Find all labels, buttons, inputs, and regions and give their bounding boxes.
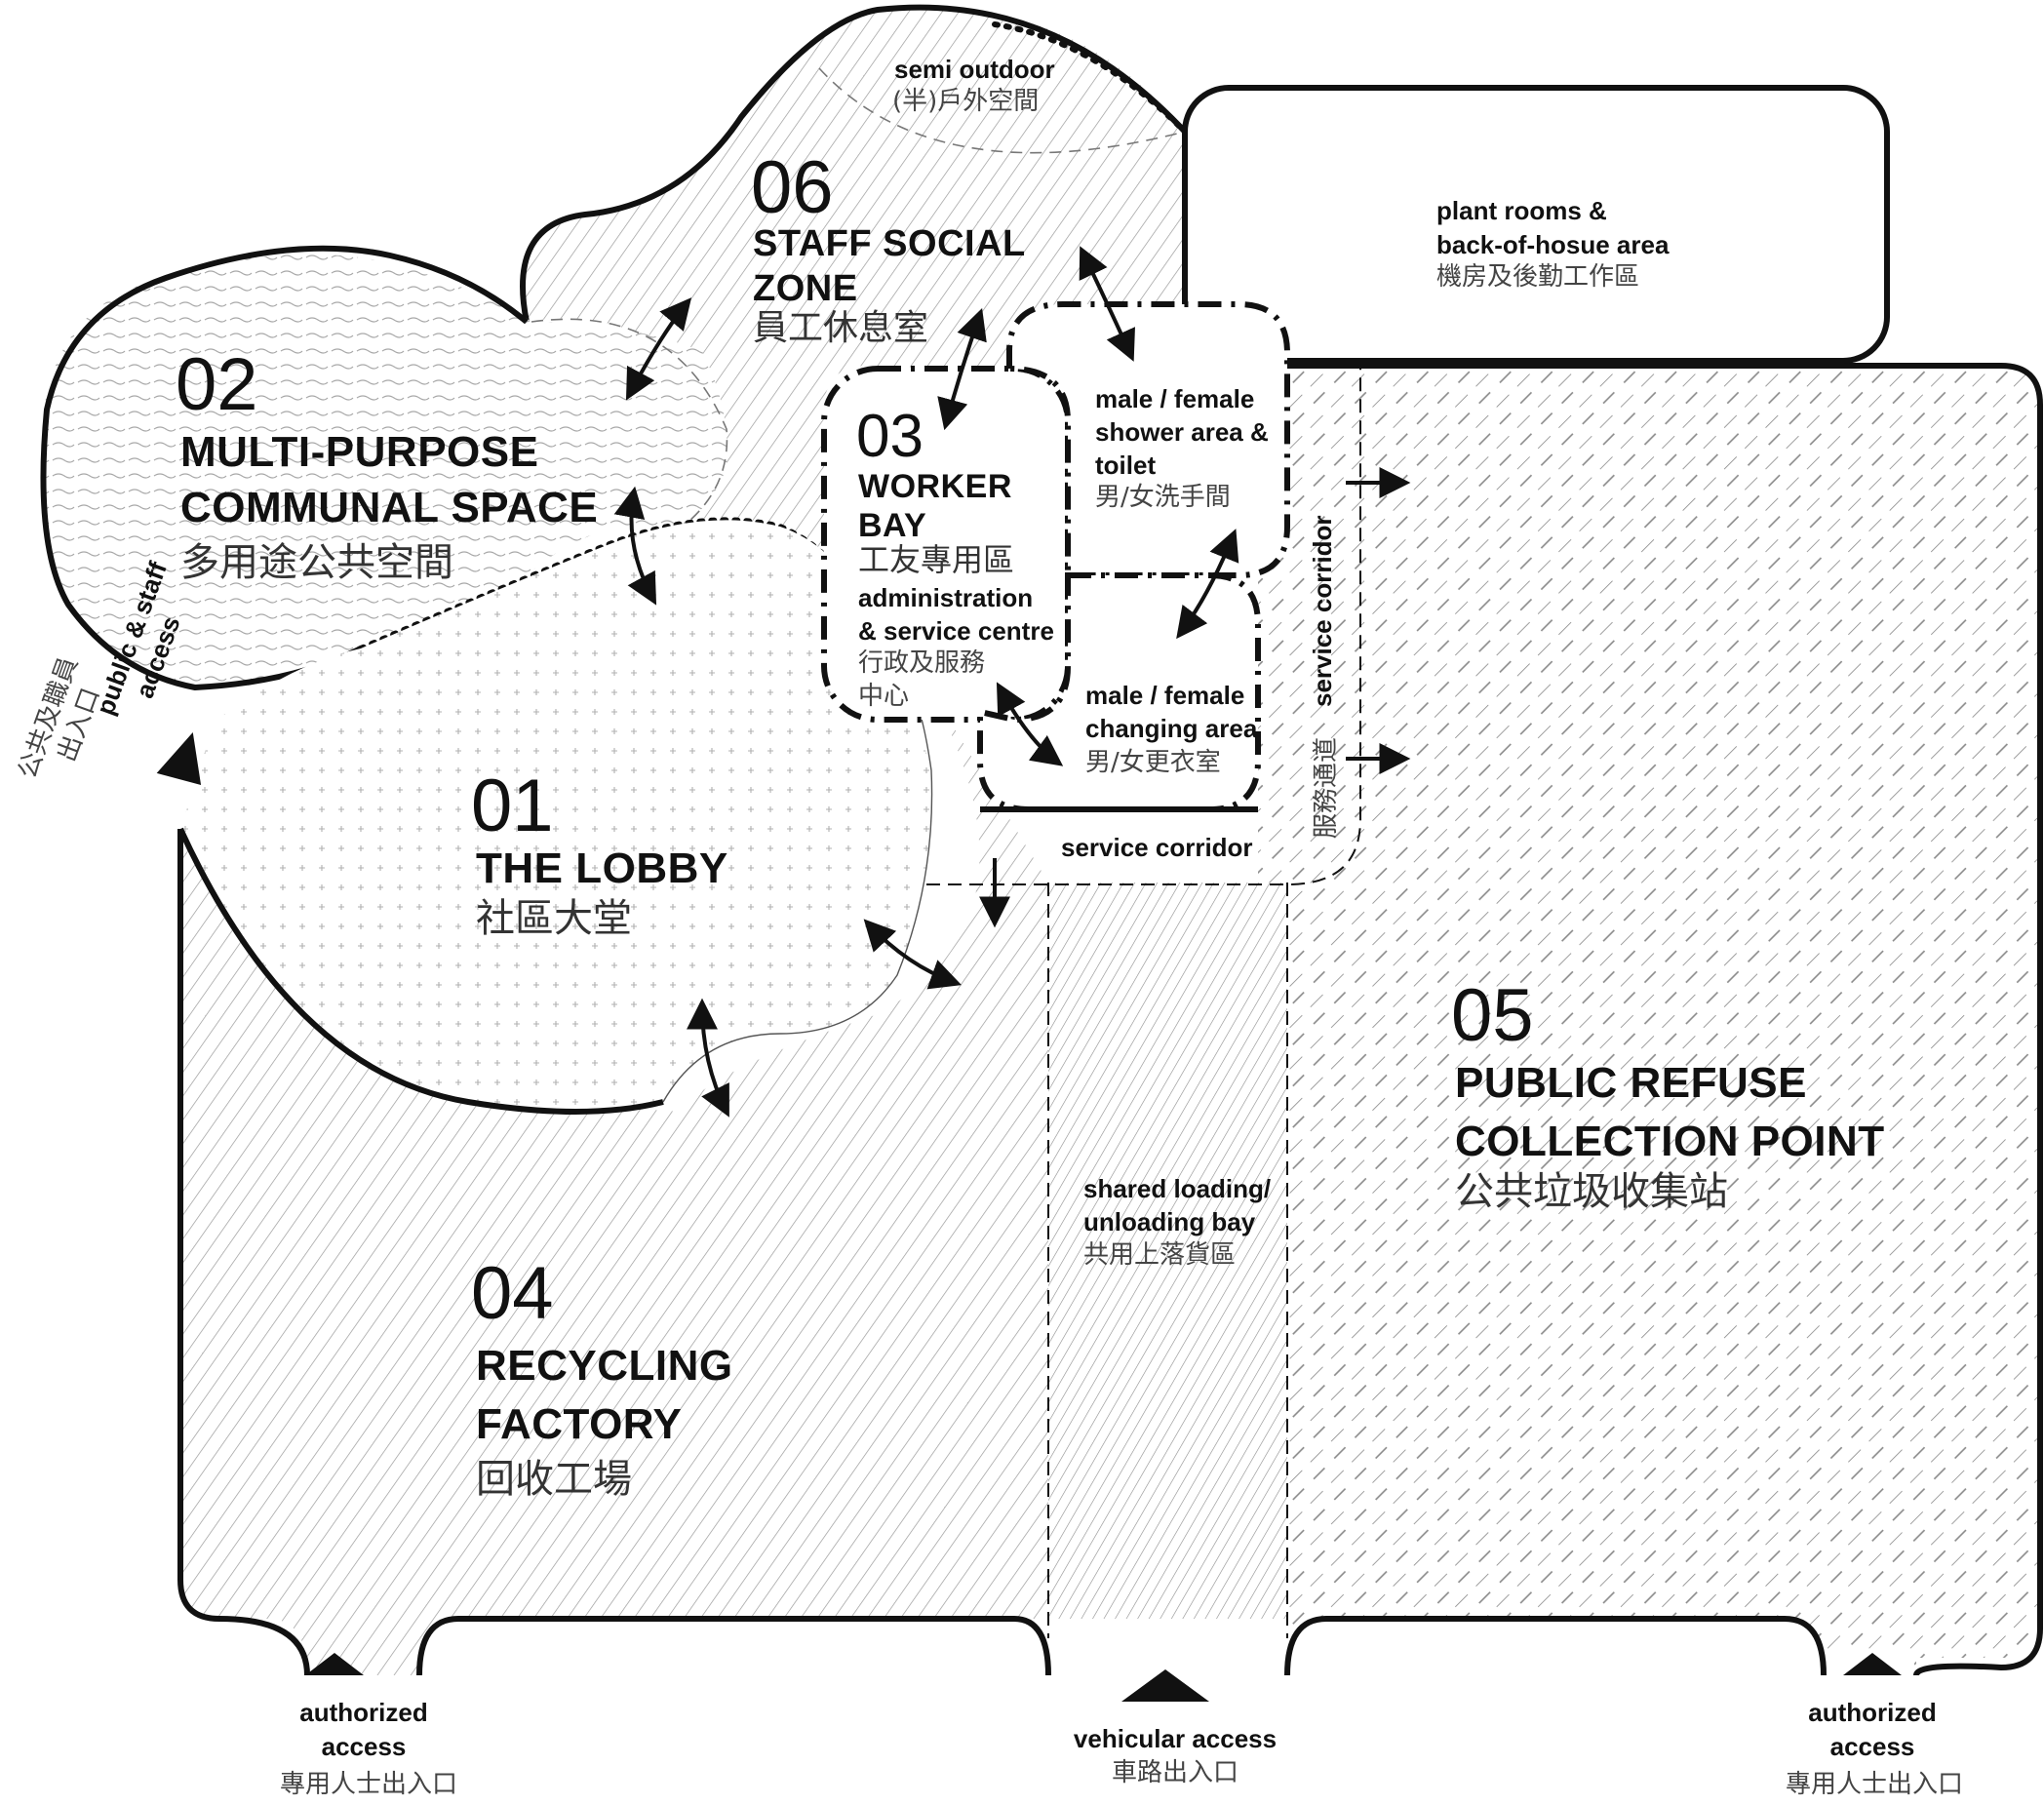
worker-bay-chinese: 工友專用區 <box>858 541 1014 578</box>
admin-label-1: administration <box>858 583 1033 612</box>
communal-number: 02 <box>176 343 258 426</box>
shower-label-2: shower area & <box>1095 417 1269 447</box>
refuse-title-2: COLLECTION POINT <box>1455 1118 1885 1165</box>
arrow-communal-lobby <box>613 486 657 606</box>
authorized-left-chinese: 專用人士出入口 <box>280 1770 457 1799</box>
worker-bay-title-2: BAY <box>858 507 926 544</box>
refuse-title-1: PUBLIC REFUSE <box>1455 1059 1807 1107</box>
plant-rooms-label-1: plant rooms & <box>1436 196 1607 225</box>
lobby-title: THE LOBBY <box>476 844 728 892</box>
public-access-chinese-group: 公共及職員 出入口 <box>13 653 105 782</box>
authorized-right-label-1: authorized <box>1808 1698 1936 1727</box>
authorized-left-label-1: authorized <box>299 1698 427 1727</box>
lobby-number: 01 <box>471 765 554 847</box>
recycling-factory-outline <box>177 829 1051 1676</box>
lobby-zone <box>180 520 932 1112</box>
authorized-right-chinese: 專用人士出入口 <box>1786 1770 1963 1799</box>
communal-space-zone <box>41 254 727 687</box>
staff-social-title-1: STAFF SOCIAL <box>753 223 1026 264</box>
vehicular-access-chinese: 車路出入口 <box>1112 1758 1238 1787</box>
shower-label-3: toilet <box>1095 451 1156 480</box>
arrow-communal-social <box>625 297 692 401</box>
arrow-social-shower <box>1079 246 1135 362</box>
communal-space-outline <box>40 245 529 691</box>
recycling-chinese: 回收工場 <box>476 1457 632 1502</box>
refuse-zone-bottom-edge <box>1284 1616 1827 1676</box>
shower-chinese: 男/女洗手間 <box>1095 483 1231 512</box>
service-corridor-vertical-label: service corridor <box>1308 515 1337 707</box>
authorized-right-marker <box>1843 1653 1902 1675</box>
recycling-factory-zone <box>180 683 1048 1675</box>
authorized-right-label-2: access <box>1830 1732 1915 1761</box>
service-corridor-horizontal-label: service corridor <box>1061 833 1253 862</box>
admin-chinese-2: 中心 <box>858 682 909 711</box>
semi-outdoor-chinese: (半)戶外空間 <box>892 87 1039 116</box>
plant-rooms-zone <box>1182 85 1890 364</box>
communal-title-1: MULTI-PURPOSE <box>180 428 538 476</box>
communal-title-2: COMMUNAL SPACE <box>180 484 598 531</box>
admin-label-2: & service centre <box>858 616 1054 646</box>
semi-outdoor-top-edge <box>992 21 1188 135</box>
semi-outdoor-label: semi outdoor <box>894 55 1055 84</box>
plant-rooms-chinese: 機房及後勤工作區 <box>1436 262 1639 292</box>
authorized-left-label-2: access <box>322 1732 407 1761</box>
shower-area-zone <box>1006 301 1290 578</box>
arrow-shower-changing <box>1176 529 1239 640</box>
staff-social-chinese: 員工休息室 <box>753 308 928 348</box>
staff-social-title-2: ZONE <box>753 268 858 309</box>
arrow-worker-changing <box>996 682 1064 766</box>
public-access-marker <box>156 732 202 786</box>
service-corridor-boundary <box>926 366 1361 885</box>
recycling-number: 04 <box>471 1252 554 1335</box>
worker-bay-number: 03 <box>856 403 924 470</box>
loading-bay-chinese: 共用上落貨區 <box>1083 1240 1236 1270</box>
refuse-zone-outline <box>1258 363 2043 1676</box>
worker-bay-title-1: WORKER <box>858 468 1012 505</box>
shower-label-1: male / female <box>1095 384 1254 413</box>
changing-label-1: male / female <box>1085 681 1244 710</box>
lobby-outline <box>177 827 664 1115</box>
refuse-number: 05 <box>1451 974 1534 1057</box>
refuse-chinese: 公共垃圾收集站 <box>1455 1169 1728 1214</box>
communal-space-dashed-edge <box>531 318 728 528</box>
arrow-social-worker <box>937 307 987 431</box>
refuse-collection-zone <box>1258 366 2040 1675</box>
vehicular-access-label: vehicular access <box>1074 1724 1277 1753</box>
loading-bay-zone <box>1048 883 1287 1619</box>
changing-label-2: changing area <box>1085 714 1258 743</box>
communal-chinese: 多用途公共空間 <box>180 540 453 585</box>
staff-social-outline <box>520 4 1188 323</box>
vehicular-access-marker <box>1121 1669 1209 1702</box>
lobby-chinese: 社區大堂 <box>476 896 632 941</box>
staff-social-number: 06 <box>751 146 834 229</box>
loading-bay-label-2: unloading bay <box>1083 1207 1256 1236</box>
arrow-lobby-factory <box>863 919 963 990</box>
loading-bay-label-1: shared loading/ <box>1083 1174 1271 1203</box>
plant-rooms-label-2: back-of-hosue area <box>1436 230 1670 259</box>
service-corridor-vertical-chinese: 服務通道 <box>1312 737 1341 839</box>
recycling-title-2: FACTORY <box>476 1400 682 1448</box>
recycling-title-1: RECYCLING <box>476 1342 733 1390</box>
circulation-arrows <box>613 246 1411 1118</box>
admin-chinese-1: 行政及服務 <box>858 648 985 678</box>
authorized-left-marker <box>305 1653 364 1675</box>
arrow-lobby-factory-2 <box>687 998 729 1118</box>
semi-outdoor-boundary <box>818 67 1186 154</box>
changing-chinese: 男/女更衣室 <box>1085 748 1221 777</box>
